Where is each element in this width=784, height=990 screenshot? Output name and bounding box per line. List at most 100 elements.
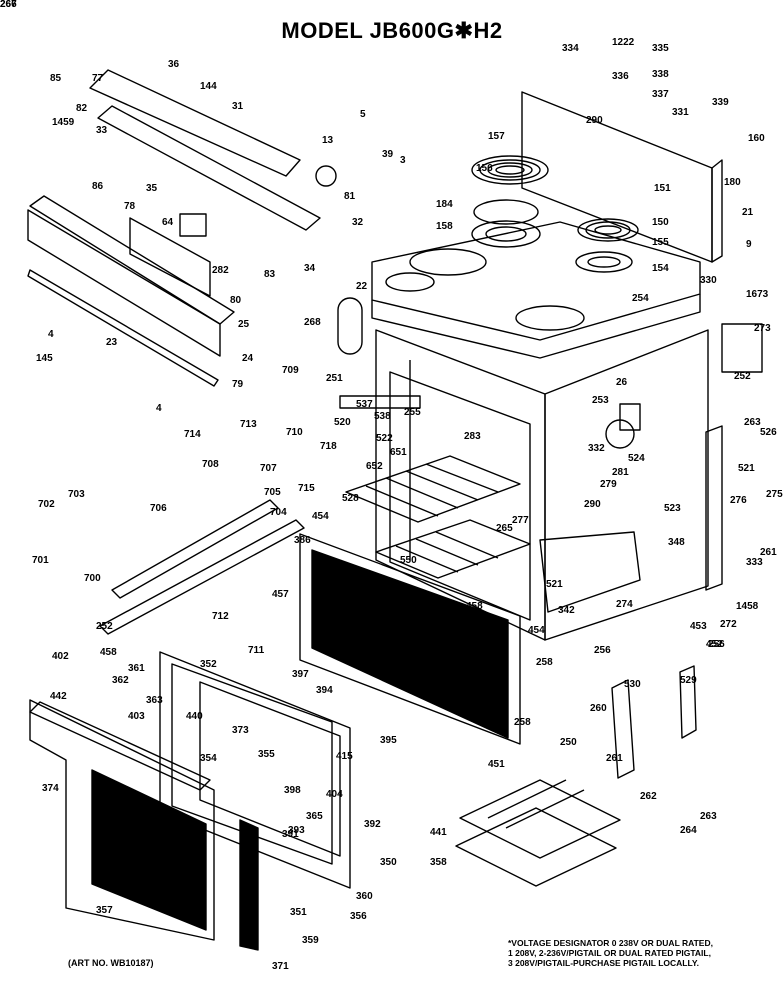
callout-number: 33	[96, 125, 108, 136]
callout-number: 35	[146, 183, 158, 194]
callout-number: 520	[334, 417, 351, 428]
callout-number: 393	[288, 825, 305, 836]
callout-number: 522	[376, 433, 393, 444]
callout-number: 32	[352, 217, 364, 228]
cooktop-rim	[371, 294, 701, 359]
callout-number: 373	[232, 725, 249, 736]
callout-number: 160	[748, 133, 765, 144]
callout-number: 13	[322, 135, 334, 146]
callout-number: 77	[92, 73, 104, 84]
callout-number: 395	[380, 735, 397, 746]
callout-number: 276	[730, 495, 747, 506]
burner-opening-large	[409, 248, 487, 276]
callout-number: 85	[50, 73, 62, 84]
callout-number: 398	[284, 785, 301, 796]
oven-rack-upper	[345, 455, 521, 523]
callout-number: 392	[364, 819, 381, 830]
callout-number: 363	[146, 695, 163, 706]
callout-number: 550	[400, 555, 417, 566]
callout-number: 263	[744, 417, 761, 428]
callout-number: 530	[624, 679, 641, 690]
callout-number: 454	[528, 625, 545, 636]
callout-number: 710	[286, 427, 303, 438]
callout-number: 335	[652, 43, 669, 54]
callout-number: 290	[586, 115, 603, 126]
callout-number: 704	[270, 507, 287, 518]
callout-number: 333	[746, 557, 763, 568]
broiler-pan	[455, 779, 621, 887]
callout-number: 394	[316, 685, 333, 696]
callout-number: 3	[400, 155, 406, 166]
vent-duct	[539, 531, 641, 613]
callout-number: 713	[240, 419, 257, 430]
callout-number: 283	[464, 431, 481, 442]
backguard-side	[711, 159, 723, 263]
callout-number: 261	[760, 547, 777, 558]
door-window	[311, 549, 509, 739]
callout-number: 258	[514, 717, 531, 728]
callout-number: 21	[742, 207, 754, 218]
art-number: (ART NO. WB10187)	[68, 958, 154, 968]
hinge-right	[679, 665, 697, 739]
callout-number: 708	[202, 459, 219, 470]
callout-number: 703	[68, 489, 85, 500]
callout-number: 702	[38, 499, 55, 510]
callout-number: 711	[248, 645, 265, 656]
callout-number: 255	[404, 407, 421, 418]
callout-number: 258	[536, 657, 553, 668]
callout-number: 521	[738, 463, 755, 474]
callout-number: 365	[306, 811, 323, 822]
callout-number: 256	[708, 639, 725, 650]
callout-number: 361	[128, 663, 145, 674]
callout-number: 86	[92, 181, 104, 192]
callout-number: 279	[600, 479, 617, 490]
callout-number: 261	[606, 753, 623, 764]
door-inner-frame	[159, 651, 351, 889]
callout-number: 1459	[52, 117, 75, 128]
callout-number: 709	[282, 365, 299, 376]
callout-number: 458	[466, 601, 483, 612]
oven-light-switch	[619, 403, 641, 431]
callout-number: 440	[186, 711, 203, 722]
callout-number: 180	[724, 177, 741, 188]
callout-number: 256	[594, 645, 611, 656]
side-bracket	[705, 425, 723, 591]
callout-number: 454	[312, 511, 329, 522]
callout-number: 39	[382, 149, 394, 160]
door-glass-frame	[171, 663, 333, 865]
callout-number: 80	[230, 295, 242, 306]
callout-number: 356	[350, 911, 367, 922]
callout-number: 391	[282, 829, 299, 840]
callout-number: 538	[374, 411, 391, 422]
callout-number: 4	[156, 403, 162, 414]
callout-number: 26	[616, 377, 628, 388]
callout-number: 714	[184, 429, 201, 440]
callout-number: 354	[200, 753, 217, 764]
callout-number: 718	[320, 441, 337, 452]
callout-number: 83	[264, 269, 276, 280]
callout-number: 336	[612, 71, 629, 82]
control-bracket	[129, 217, 211, 297]
callout-number: 453	[690, 621, 707, 632]
callout-number: 537	[356, 399, 373, 410]
callout-number: 359	[302, 935, 319, 946]
callout-number: 524	[628, 453, 645, 464]
callout-number: 355	[258, 749, 275, 760]
terminal-block	[721, 323, 763, 373]
callout-number: 701	[32, 555, 49, 566]
callout-number: 339	[712, 97, 729, 108]
callout-number: 290	[584, 499, 601, 510]
callout-number: 150	[652, 217, 669, 228]
door-handle-trim	[29, 701, 211, 791]
callout-number: 706	[150, 503, 167, 514]
callout-number: 352	[200, 659, 217, 670]
callout-number: 277	[512, 515, 529, 526]
callout-number: 1458	[736, 601, 759, 612]
door-front-frame	[29, 699, 215, 941]
callout-number: 262	[640, 791, 657, 802]
callout-number: 1673	[746, 289, 769, 300]
callout-number: 330	[700, 275, 717, 286]
callout-number: 360	[356, 891, 373, 902]
oven-cavity	[389, 371, 531, 621]
